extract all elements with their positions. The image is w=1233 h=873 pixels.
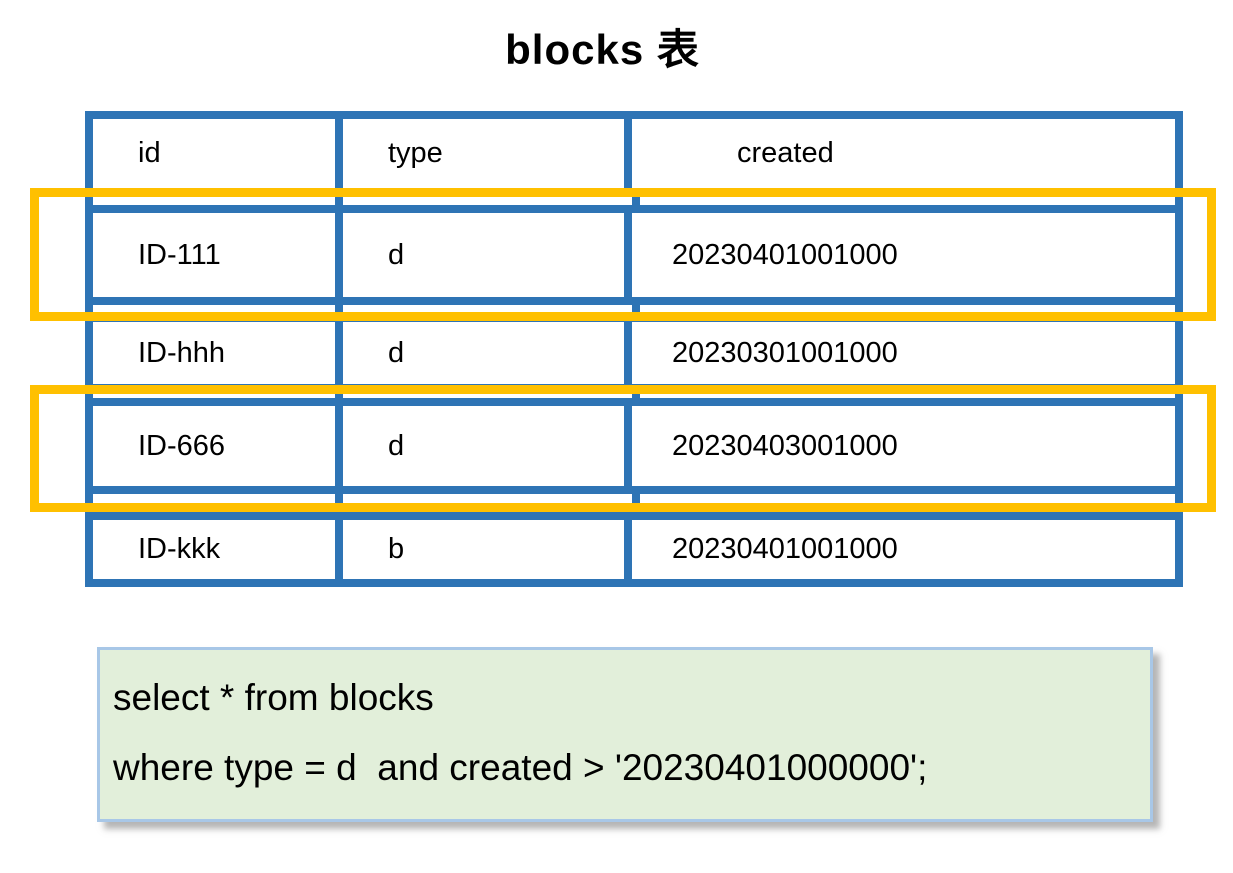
cell-type: d [335, 213, 624, 297]
cell-type: d [335, 322, 624, 384]
cell-created: 20230403001000 [624, 406, 1175, 486]
table-header-row: id type created [85, 111, 1183, 196]
table-row: ID-kkk b 20230401001000 [85, 512, 1183, 587]
cell-id: ID-kkk [138, 533, 221, 565]
cell-id: ID-666 [138, 429, 226, 462]
sql-line-2: where type = d and created > '2023040100… [113, 747, 928, 788]
page-title: blocks 表 [505, 26, 700, 73]
cell-created: 20230401001000 [624, 213, 1175, 297]
cell-created: 20230301001000 [624, 322, 1175, 384]
cell-id: ID-hhh [138, 336, 226, 369]
highlight-box-row-1 [30, 188, 1216, 321]
table-row: ID-hhh d 20230301001000 [85, 314, 1183, 392]
column-header-created: created [624, 119, 1175, 188]
sql-query-box: select * from blocks where type = d and … [97, 647, 1153, 822]
column-header-id: id [138, 137, 161, 169]
sql-line-1: select * from blocks [113, 677, 434, 718]
table-row: ID-111 d 20230401001000 [85, 205, 1183, 305]
column-header-type: type [335, 119, 624, 188]
cell-id: ID-111 [138, 238, 221, 271]
table-row: ID-666 d 20230403001000 [85, 398, 1183, 494]
cell-type: d [335, 406, 624, 486]
cell-created: 20230401001000 [624, 520, 1175, 579]
highlight-box-row-3 [30, 385, 1216, 512]
cell-type: b [335, 520, 624, 579]
